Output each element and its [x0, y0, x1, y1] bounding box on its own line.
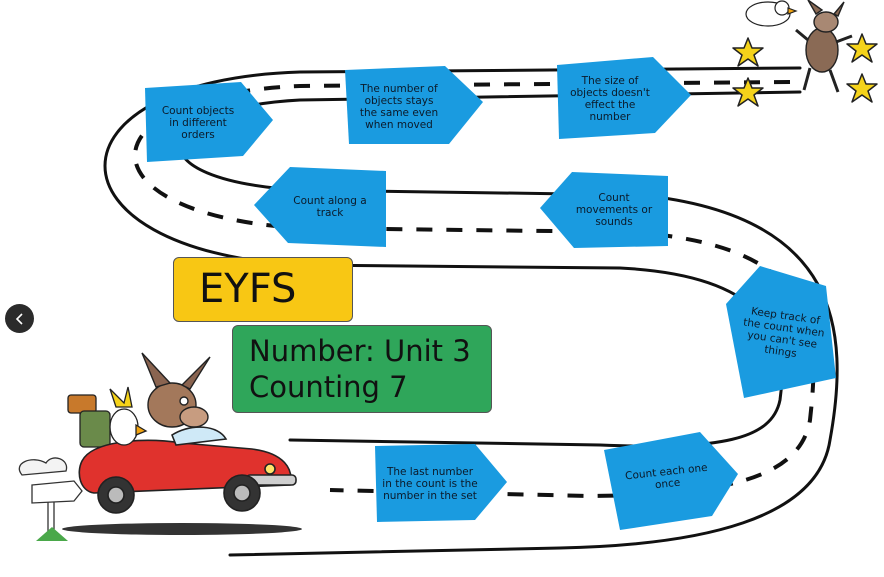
- road-outer-edge: [103, 66, 802, 448]
- previous-slide-button[interactable]: [5, 304, 34, 333]
- road-sign-text: The number of objects stays the same eve…: [359, 83, 439, 131]
- star-icon: [846, 33, 878, 63]
- cockatoo-icon: [745, 0, 798, 27]
- road-sign: Count movements or sounds: [540, 172, 670, 248]
- star-icon: [732, 37, 764, 67]
- road-sign-text: Count each one once: [624, 461, 709, 492]
- star-icon: [846, 73, 878, 103]
- unit-title-line-1: Number: Unit 3: [249, 334, 471, 368]
- road-sign: Keep track of the count when you can't s…: [726, 264, 838, 400]
- road-center-dashes: [133, 80, 816, 499]
- red-car-icon: [78, 426, 297, 514]
- road-sign-text: Count objects in different orders: [161, 105, 235, 141]
- star-icon: [732, 77, 764, 107]
- car-illustration: [18, 352, 302, 541]
- road-sign-text: The size of objects doesn't effect the n…: [570, 75, 650, 123]
- stage-title: EYFS: [199, 266, 297, 312]
- luggage-icon: [67, 394, 111, 448]
- stage-title-box: EYFS: [173, 257, 353, 322]
- road-sign: Count objects in different orders: [145, 82, 275, 162]
- road-sign: The size of objects doesn't effect the n…: [557, 57, 693, 139]
- road-sign: Count each one once: [604, 432, 740, 530]
- road-sign: The last number in the count is the numb…: [375, 444, 509, 522]
- donkey-driver-icon: [141, 352, 211, 428]
- road-sign: Count along a track: [252, 167, 388, 247]
- unit-title-box: Number: Unit 3 Counting 7: [232, 325, 492, 413]
- unit-title-line-2: Counting 7: [249, 370, 408, 404]
- celebration-illustration: [732, 0, 878, 107]
- signpost-icon: [18, 457, 83, 536]
- road-sign-text: Count along a track: [293, 195, 367, 219]
- donkey-icon: [795, 0, 853, 93]
- chevron-left-icon: [15, 312, 23, 325]
- road-sign-text: The last number in the count is the numb…: [382, 466, 478, 502]
- road-sign-text: Count movements or sounds: [575, 192, 653, 228]
- road-sign: The number of objects stays the same eve…: [345, 66, 485, 146]
- cockatoo-passenger-icon: [109, 386, 148, 446]
- road-sign-text: Keep track of the count when you can't s…: [742, 305, 826, 361]
